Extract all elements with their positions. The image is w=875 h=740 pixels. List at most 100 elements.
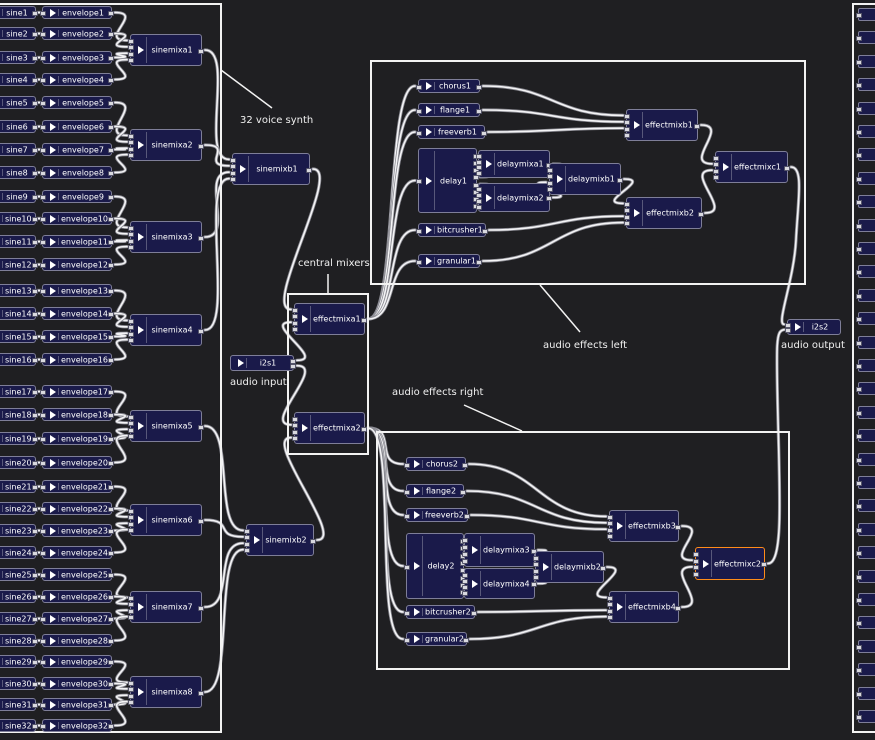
output-port[interactable] [108, 263, 114, 268]
offscreen-node[interactable] [856, 569, 875, 583]
node-sine18[interactable]: sine18 [0, 408, 38, 421]
output-port[interactable] [856, 223, 862, 229]
output-port[interactable] [856, 317, 862, 323]
node-envelope20[interactable]: envelope20 [40, 456, 114, 469]
input-port[interactable] [40, 148, 46, 153]
node-sine32[interactable]: sine32 [0, 719, 38, 732]
node-sinemixa2[interactable]: sinemixa2 [128, 129, 204, 161]
input-port[interactable] [292, 416, 298, 422]
input-port[interactable] [607, 608, 613, 614]
node-sinemixa6[interactable]: sinemixa6 [128, 504, 204, 536]
output-port[interactable] [108, 171, 114, 176]
input-port[interactable] [40, 461, 46, 466]
output-port[interactable] [108, 78, 114, 83]
input-port[interactable] [404, 610, 410, 616]
offscreen-node[interactable] [856, 710, 875, 723]
node-envelope26[interactable]: envelope26 [40, 590, 114, 603]
input-port[interactable] [416, 84, 422, 90]
input-port[interactable] [533, 568, 539, 574]
input-port[interactable] [40, 413, 46, 418]
node-sine21[interactable]: sine21 [0, 480, 38, 493]
output-port[interactable] [617, 177, 623, 183]
offscreen-node[interactable] [856, 639, 875, 653]
output-port[interactable] [32, 595, 38, 600]
output-port[interactable] [856, 106, 862, 112]
input-port[interactable] [292, 423, 298, 429]
input-port[interactable] [40, 529, 46, 534]
output-port[interactable] [856, 621, 862, 627]
output-port[interactable] [856, 83, 862, 89]
node-sine7[interactable]: sine7 [0, 143, 38, 156]
input-port[interactable] [40, 703, 46, 708]
output-port[interactable] [856, 457, 862, 463]
input-port[interactable] [128, 414, 134, 420]
output-port[interactable] [856, 130, 862, 135]
node-effectmixb2[interactable]: effectmixb2 [624, 197, 704, 229]
input-port[interactable] [128, 232, 134, 238]
input-port[interactable] [40, 660, 46, 665]
input-port[interactable] [40, 217, 46, 222]
input-port[interactable] [40, 682, 46, 687]
output-port[interactable] [856, 293, 862, 299]
node-envelope29[interactable]: envelope29 [40, 655, 114, 668]
input-port[interactable] [128, 602, 134, 608]
node-sine24[interactable]: sine24 [0, 546, 38, 559]
input-port[interactable] [244, 548, 250, 554]
input-port[interactable] [547, 174, 553, 180]
input-port[interactable] [230, 170, 236, 176]
node-sine11[interactable]: sine11 [0, 235, 38, 248]
output-port[interactable] [108, 390, 114, 395]
node-envelope24[interactable]: envelope24 [40, 546, 114, 559]
output-port[interactable] [856, 387, 862, 393]
node-envelope7[interactable]: envelope7 [40, 143, 114, 156]
node-sinemixb1[interactable]: sinemixb1 [230, 153, 312, 185]
output-port[interactable] [361, 317, 367, 323]
output-port[interactable] [108, 551, 114, 556]
node-effectmixb3[interactable]: effectmixb3 [607, 510, 681, 542]
node-chorus1[interactable]: chorus1 [416, 79, 482, 93]
input-port[interactable] [128, 595, 134, 601]
output-port[interactable] [108, 682, 114, 687]
input-port[interactable] [230, 164, 236, 170]
input-port[interactable] [128, 146, 134, 152]
group-audio-effects-right[interactable] [376, 431, 790, 670]
input-port[interactable] [404, 462, 410, 468]
input-port[interactable] [128, 325, 134, 331]
offscreen-node[interactable] [856, 405, 875, 419]
input-port[interactable] [128, 700, 134, 706]
output-port[interactable] [32, 573, 38, 578]
node-envelope23[interactable]: envelope23 [40, 524, 114, 537]
input-port[interactable] [607, 521, 613, 527]
output-port[interactable] [761, 562, 767, 567]
output-port[interactable] [32, 335, 38, 340]
input-port[interactable] [404, 637, 410, 643]
output-port[interactable] [108, 148, 114, 153]
node-sine2[interactable]: sine2 [0, 27, 38, 40]
input-port[interactable] [40, 595, 46, 600]
offscreen-node[interactable] [856, 171, 875, 185]
offscreen-node[interactable] [856, 54, 875, 68]
node-chorus2[interactable]: chorus2 [404, 457, 468, 471]
output-port[interactable] [32, 195, 38, 200]
input-port[interactable] [462, 558, 468, 564]
node-delaymixa1[interactable]: delaymixa1 [476, 150, 552, 178]
node-delaymixb2[interactable]: delaymixb2 [533, 551, 606, 583]
node-sinemixa8[interactable]: sinemixa8 [128, 676, 204, 708]
input-port[interactable] [40, 617, 46, 622]
output-port[interactable] [32, 101, 38, 106]
node-sine4[interactable]: sine4 [0, 73, 38, 86]
output-port[interactable] [32, 32, 38, 37]
node-sine26[interactable]: sine26 [0, 590, 38, 603]
output-port[interactable] [856, 340, 862, 346]
offscreen-node[interactable] [856, 686, 875, 700]
output-port[interactable] [856, 13, 862, 18]
output-port[interactable] [460, 489, 466, 495]
node-envelope11[interactable]: envelope11 [40, 235, 114, 248]
group-audio-effects-left[interactable] [370, 60, 806, 285]
node-envelope12[interactable]: envelope12 [40, 258, 114, 271]
node-envelope6[interactable]: envelope6 [40, 120, 114, 133]
input-port[interactable] [40, 289, 46, 294]
input-port[interactable] [128, 521, 134, 527]
input-port[interactable] [40, 639, 46, 644]
input-port[interactable] [40, 312, 46, 317]
